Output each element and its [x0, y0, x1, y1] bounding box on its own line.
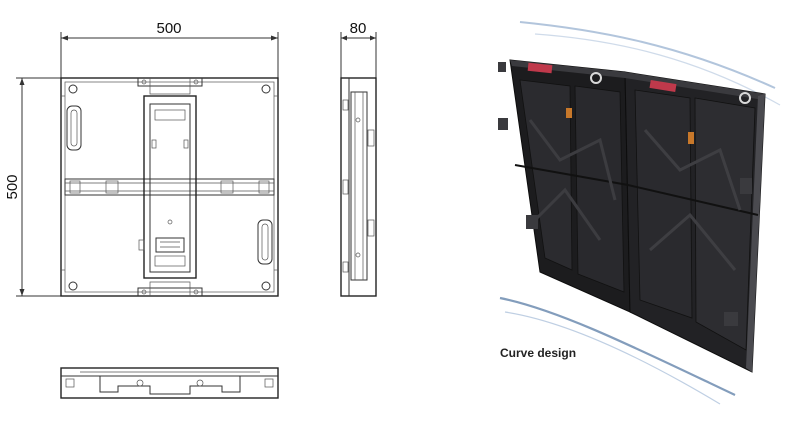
- depth-dimension: 80: [340, 20, 377, 78]
- cabinet-front-outline: [60, 77, 279, 297]
- side-view: 80: [340, 20, 377, 297]
- connector-right: [688, 132, 694, 144]
- cross-bar: [64, 178, 275, 196]
- power-box: [138, 95, 197, 279]
- front-view: 500 500: [4, 20, 279, 297]
- handle-left: [66, 105, 82, 151]
- lock-left: [590, 72, 602, 84]
- handle-right: [257, 219, 273, 265]
- width-label: 500: [156, 20, 181, 37]
- connector-left: [566, 108, 572, 118]
- height-label: 500: [4, 174, 21, 199]
- caption-curve-design: Curve design: [500, 346, 576, 360]
- height-dimension: 500: [4, 77, 62, 297]
- cabinet-photo: Curve design: [498, 21, 781, 405]
- lock-right: [739, 92, 751, 104]
- depth-label: 80: [350, 20, 367, 37]
- handle-red-right: [649, 80, 677, 92]
- width-dimension: 500: [60, 20, 279, 78]
- handle-red-left: [527, 62, 553, 74]
- bottom-view: [60, 367, 279, 399]
